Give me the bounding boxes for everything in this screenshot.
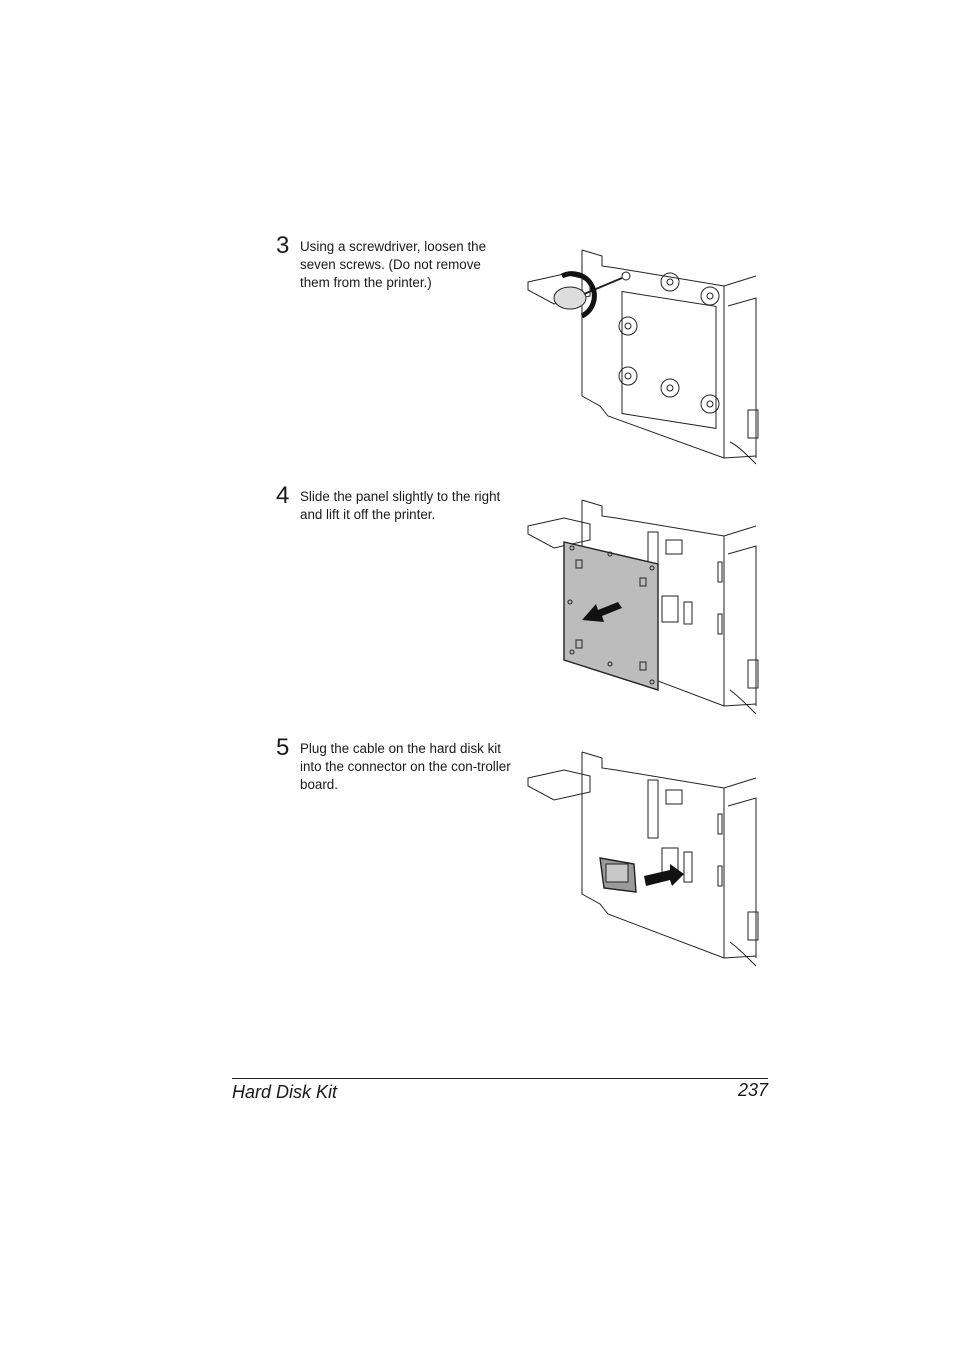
screwdriver-loosen-screws-illustration xyxy=(524,246,764,476)
step-number: 5 xyxy=(276,734,290,761)
footer-section-title: Hard Disk Kit xyxy=(232,1082,338,1102)
remove-panel-illustration xyxy=(524,492,764,722)
step-instruction: Plug the cable on the hard disk kit into… xyxy=(300,741,511,792)
step-number: 4 xyxy=(276,482,290,509)
plug-hard-disk-illustration xyxy=(524,744,764,974)
footer-page-number: 237 xyxy=(737,1080,768,1100)
footer-divider xyxy=(232,1078,768,1079)
step-number: 3 xyxy=(276,232,290,259)
step-instruction: Slide the panel slightly to the right an… xyxy=(300,489,501,522)
step-instruction: Using a screwdriver, loosen the seven sc… xyxy=(300,239,487,290)
